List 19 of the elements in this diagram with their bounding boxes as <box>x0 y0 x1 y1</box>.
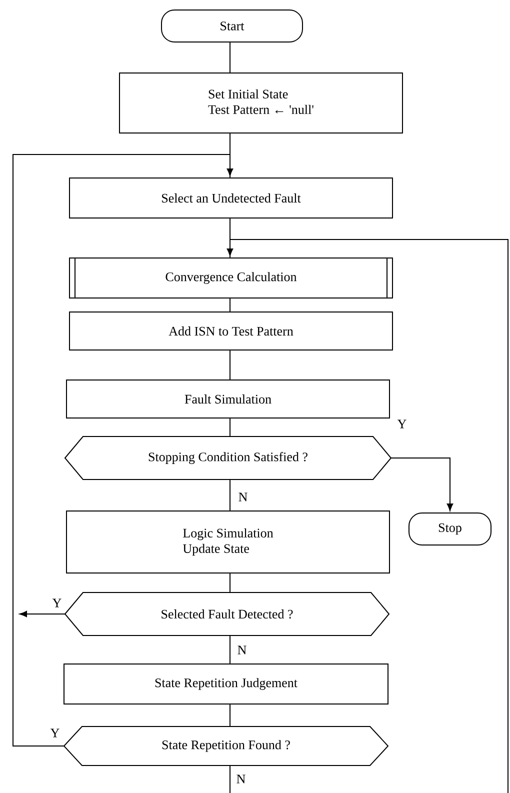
process-box: Fault Simulation <box>66 380 390 418</box>
edge-label: Y <box>51 598 63 608</box>
arrow <box>390 458 454 512</box>
process-box: Add ISN to Test Pattern <box>69 312 393 350</box>
edge-label: Y <box>396 418 408 430</box>
edge-label: N <box>236 644 248 656</box>
process-box: Set Initial State Test Pattern ← 'null' <box>119 72 403 134</box>
process-box: Logic Simulation Update State <box>66 510 390 574</box>
edge-label: N <box>237 492 249 502</box>
arrow <box>12 154 234 746</box>
predefined-process-box: Convergence Calculation <box>69 257 393 299</box>
process-box: Select an Undetected Fault <box>69 178 393 218</box>
arrow <box>20 610 66 618</box>
edge-label: N <box>235 774 247 784</box>
process-box: State Repetition Judgement <box>64 664 388 704</box>
edge-label: Y <box>49 728 61 738</box>
terminal-box: Stop <box>408 512 492 546</box>
terminal-box: Start <box>161 10 303 42</box>
arrow <box>226 239 508 793</box>
